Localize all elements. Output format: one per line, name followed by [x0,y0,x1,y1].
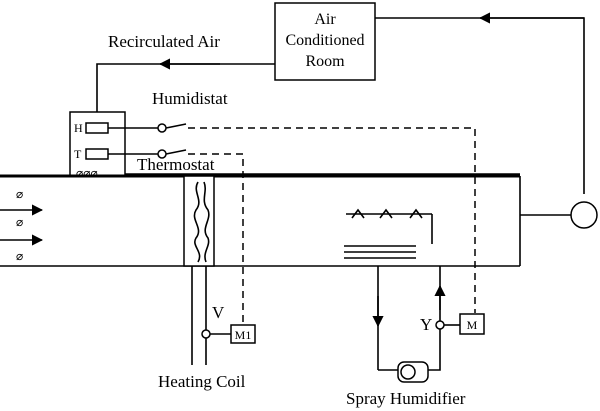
humidistat-switch-arm [165,123,187,129]
spray-eliminator-plates [344,245,416,259]
humidity-sensor [85,122,109,134]
supply-fan [570,201,598,229]
humidity-sensor-label: H [74,121,83,135]
pump-impeller [400,364,416,380]
supply-air-duct-line [375,17,585,194]
heating-coil-element-2 [203,181,210,263]
thermostat-control-line [188,153,244,325]
motor-m-label: M [467,318,478,332]
valve-v-label: V [212,303,225,322]
recirculated-air-label: Recirculated Air [108,32,220,51]
damper-symbol-2: ⌀ [16,215,23,229]
valve-v [201,329,211,339]
valve-y-label: Y [420,315,432,334]
damper-symbol-3: ⌀ [16,249,23,263]
humidistat-contact [157,123,167,133]
valve-y [435,320,445,330]
spray-nozzles [351,208,423,219]
motor-m [459,313,485,335]
thermostat-switch-arm [165,149,187,155]
room-label-line-3: Room [305,53,345,70]
heating-coil-label: Heating Coil [158,372,246,391]
room-label-line-2: Conditioned [285,32,364,49]
damper-row: ⌀⌀⌀ [76,166,98,180]
spray-humidifier-label: Spray Humidifier [346,389,466,408]
temperature-sensor [85,148,109,160]
thermostat-label: Thermostat [137,155,215,174]
motor-m1-label: M1 [235,328,252,342]
humidistat-control-line [188,127,476,313]
heating-coil-element [193,181,201,263]
damper-symbol-1: ⌀ [16,187,23,201]
conditioned-room-box [274,2,376,81]
motor-m1 [230,324,256,344]
room-label-line-1: Air [314,11,336,28]
humidistat-label: Humidistat [152,89,228,108]
temperature-sensor-label: T [74,147,82,161]
